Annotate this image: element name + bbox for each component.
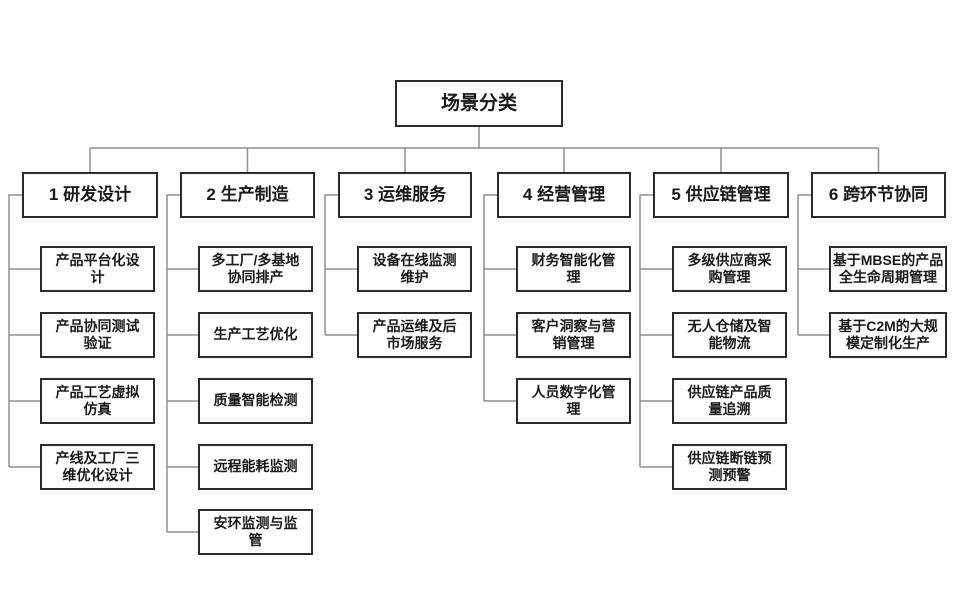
branch-header-supply-chain: 5 供应链管理	[653, 172, 789, 218]
leaf-equipment-online-monitoring: 设备在线监测维护	[357, 246, 472, 292]
leaf-supplier-procurement: 多级供应商采购管理	[672, 246, 787, 292]
branch-header-manufacturing: 2 生产制造	[180, 172, 315, 218]
leaf-personnel-digital-mgmt: 人员数字化管理	[516, 378, 631, 424]
leaf-multi-factory-scheduling: 多工厂/多基地协同排产	[198, 246, 313, 292]
leaf-customer-insight-marketing: 客户洞察与营销管理	[516, 312, 631, 358]
leaf-unmanned-warehouse-logistics: 无人仓储及智能物流	[672, 312, 787, 358]
leaf-quality-inspection: 质量智能检测	[198, 378, 313, 424]
leaf-c2m-mass-customization: 基于C2M的大规模定制化生产	[829, 312, 947, 358]
branch-connector-cross-link	[797, 194, 829, 336]
branch-connector-business	[483, 194, 516, 402]
leaf-mbse-lifecycle-mgmt: 基于MBSE的产品全生命周期管理	[829, 246, 947, 292]
branch-header-rd-design: 1 研发设计	[22, 172, 158, 218]
branch-header-operations: 3 运维服务	[338, 172, 472, 218]
leaf-quality-traceability: 供应链产品质量追溯	[672, 378, 787, 424]
leaf-product-platform-design: 产品平台化设计	[40, 246, 155, 292]
leaf-collab-test-verification: 产品协同测试验证	[40, 312, 155, 358]
leaf-process-virtual-simulation: 产品工艺虚拟仿真	[40, 378, 155, 424]
branch-connector-rd-design	[8, 194, 40, 468]
branch-connector-manufacturing	[166, 194, 198, 533]
leaf-chain-break-warning: 供应链断链预测预警	[672, 444, 787, 490]
leaf-factory-3d-optimization: 产线及工厂三维优化设计	[40, 444, 155, 490]
leaf-safety-env-supervision: 安环监测与监管	[198, 509, 313, 555]
branch-header-business: 4 经营管理	[497, 172, 631, 218]
branch-connector-supply-chain	[639, 194, 672, 468]
trunk-connector	[89, 127, 880, 172]
root-node: 场景分类	[395, 80, 563, 127]
branch-header-cross-link: 6 跨环节协同	[811, 172, 946, 218]
branch-connector-operations	[324, 194, 357, 336]
leaf-financial-intelligence: 财务智能化管理	[516, 246, 631, 292]
leaf-remote-energy-monitoring: 远程能耗监测	[198, 444, 313, 490]
leaf-aftermarket-services: 产品运维及后市场服务	[357, 312, 472, 358]
leaf-process-optimization: 生产工艺优化	[198, 312, 313, 358]
